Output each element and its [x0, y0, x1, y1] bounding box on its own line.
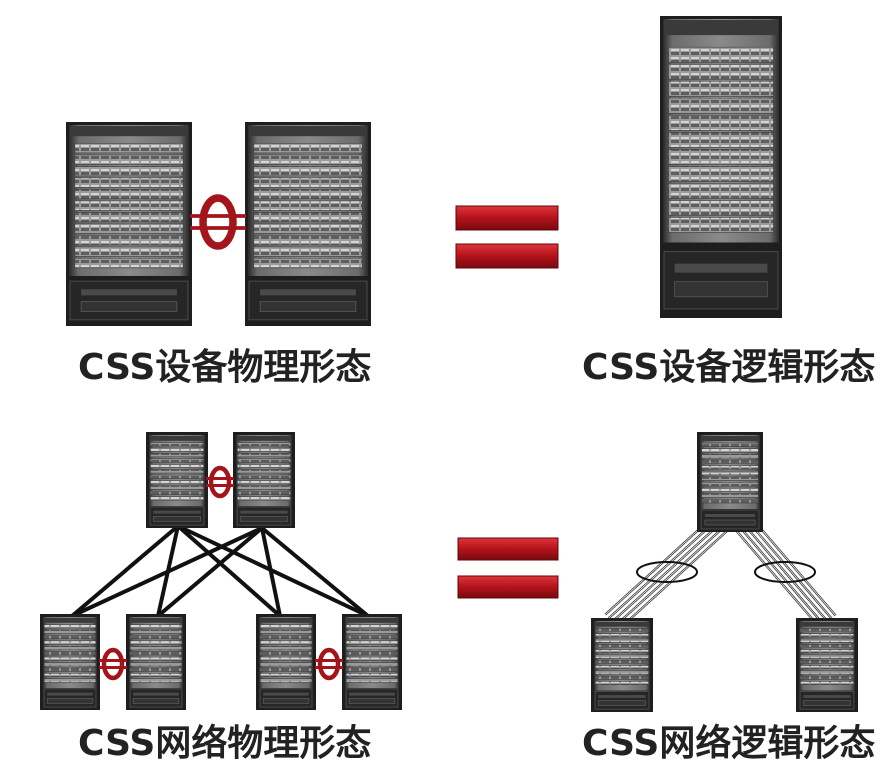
switch-chassis-group	[40, 16, 858, 712]
network-logical-caption: CSS网络逻辑形态	[582, 723, 876, 764]
switch-chassis-device-left	[66, 122, 192, 326]
stack-link-group	[99, 194, 343, 681]
switch-chassis-device-logical	[660, 16, 782, 318]
switch-chassis-network-bottom-1	[40, 614, 100, 710]
cable-top-right-to-bottom-4	[260, 526, 370, 618]
equals-sign-device	[455, 205, 559, 269]
cable-top-left-to-bottom-1	[70, 524, 180, 618]
switch-chassis-network-bottom-4	[342, 614, 402, 710]
logical-network-links	[604, 513, 837, 631]
cable-top-right-to-bottom-1	[70, 526, 264, 618]
switch-chassis-network-logical-left	[591, 618, 653, 712]
stack-link-device	[190, 194, 246, 250]
device-physical-caption: CSS设备物理形态	[78, 347, 372, 388]
stack-link-network-bottom-left	[99, 647, 127, 681]
equals-sign-network	[457, 537, 559, 599]
cable-top-right-to-bottom-3	[260, 526, 282, 618]
equals-sign-group	[455, 205, 559, 599]
cable-top-left-to-bottom-4	[176, 524, 370, 618]
switch-chassis-network-bottom-3	[256, 614, 316, 710]
network-physical-caption: CSS网络物理形态	[78, 723, 372, 764]
cable-top-left-to-bottom-3	[176, 524, 282, 618]
stack-link-network-top	[206, 465, 234, 499]
device-logical-caption: CSS设备逻辑形态	[582, 347, 876, 388]
switch-chassis-device-right	[245, 122, 371, 326]
switch-chassis-network-logical-right	[796, 618, 858, 712]
network-cables	[70, 524, 370, 618]
logical-link-bundle-left	[604, 513, 730, 631]
switch-chassis-network-bottom-2	[126, 614, 186, 710]
stack-link-network-bottom-right	[315, 647, 343, 681]
cable-top-right-to-bottom-2	[156, 526, 264, 618]
switch-chassis-network-top-left	[146, 432, 208, 528]
switch-chassis-network-top-right	[233, 432, 295, 528]
switch-chassis-network-logical-top	[697, 432, 763, 532]
logical-link-bundle-right	[733, 514, 837, 630]
